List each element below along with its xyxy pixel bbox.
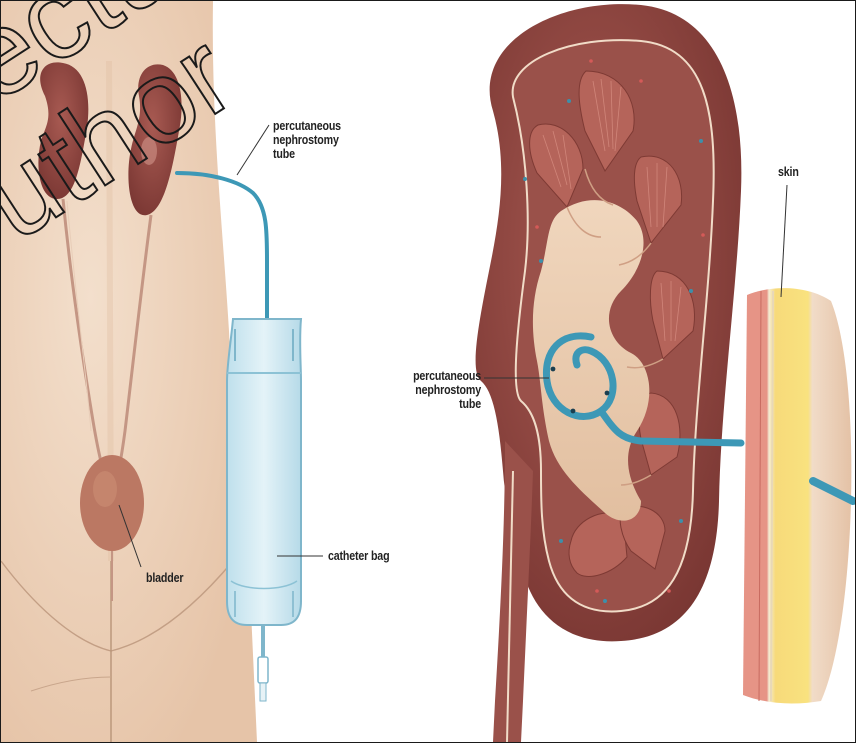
label-bladder: bladder — [146, 571, 183, 585]
skin-leader — [781, 185, 787, 297]
label-tube-left: percutaneous nephrostomy tube — [273, 119, 341, 161]
label-tube-right: percutaneous nephrostomy tube — [410, 369, 481, 411]
label-skin: skin — [778, 165, 799, 179]
label-catheter-bag: catheter bag — [328, 549, 389, 563]
tube-left-leader — [237, 125, 269, 175]
